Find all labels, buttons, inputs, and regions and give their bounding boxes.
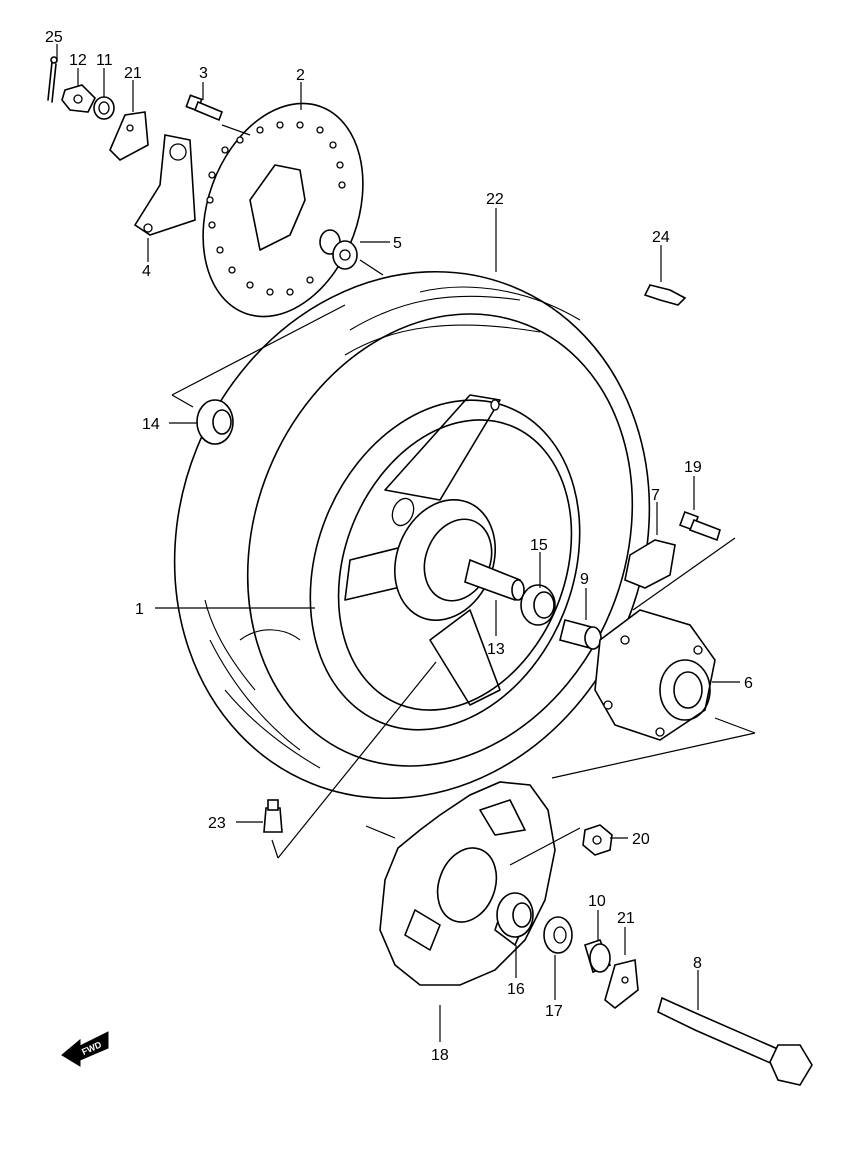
callout-12: 12 — [69, 52, 87, 69]
callout-14: 14 — [142, 416, 160, 433]
alignment-lines — [171, 124, 756, 866]
callout-8: 8 — [693, 955, 702, 972]
axle-sleeve — [464, 558, 525, 602]
callout-20: 20 — [632, 831, 650, 848]
callout-6: 6 — [744, 675, 753, 692]
bolt-19 — [679, 511, 721, 542]
callout-leaders — [56, 44, 740, 1042]
spacer-9 — [559, 619, 602, 650]
stopper-plate-bottom — [604, 958, 639, 1010]
callout-16: 16 — [507, 981, 525, 998]
castle-nut-12 — [61, 84, 96, 113]
callout-13: 13 — [487, 641, 505, 658]
rear-sprocket — [379, 781, 556, 986]
cotter-pin — [47, 56, 58, 103]
callout-17: 17 — [545, 1003, 563, 1020]
bearing-16 — [496, 892, 534, 938]
callout-2: 2 — [296, 67, 305, 84]
callout-11: 11 — [96, 52, 113, 69]
nut-20 — [582, 824, 613, 856]
stopper-plate-top — [109, 111, 149, 161]
rear-wheel-rim — [309, 394, 581, 731]
callout-10: 10 — [588, 893, 606, 910]
callout-21-top: 21 — [124, 65, 142, 82]
callout-labels: 25 12 11 21 3 2 4 5 14 22 24 1 13 15 9 7… — [45, 29, 753, 1064]
callout-23: 23 — [208, 815, 226, 832]
bearing-14 — [196, 399, 234, 445]
callout-4: 4 — [142, 263, 151, 280]
sprocket-mounting-drum — [594, 609, 716, 741]
spacer-10 — [584, 939, 612, 974]
callout-19: 19 — [684, 459, 702, 476]
clip-24 — [643, 284, 687, 306]
air-valve — [263, 799, 283, 833]
callout-1: 1 — [135, 601, 144, 618]
callout-15: 15 — [530, 537, 548, 554]
disc-bolt — [185, 94, 224, 122]
callout-25: 25 — [45, 29, 63, 46]
collar-5 — [319, 229, 358, 270]
forward-direction-arrow: FWD — [61, 1031, 109, 1067]
callout-18: 18 — [431, 1047, 449, 1064]
callout-22: 22 — [486, 191, 504, 208]
damper-7 — [624, 539, 676, 589]
callout-24: 24 — [652, 229, 670, 246]
bearing-15 — [520, 584, 556, 626]
callout-9: 9 — [580, 571, 589, 588]
callout-21-bottom: 21 — [617, 910, 635, 927]
callout-7: 7 — [651, 487, 660, 504]
callout-3: 3 — [199, 65, 208, 82]
rear-axle — [657, 996, 813, 1086]
callout-5: 5 — [393, 235, 402, 252]
washer-11 — [93, 96, 115, 120]
caliper-bracket — [133, 134, 196, 236]
washer-17 — [543, 916, 573, 954]
brake-disc — [202, 102, 364, 318]
